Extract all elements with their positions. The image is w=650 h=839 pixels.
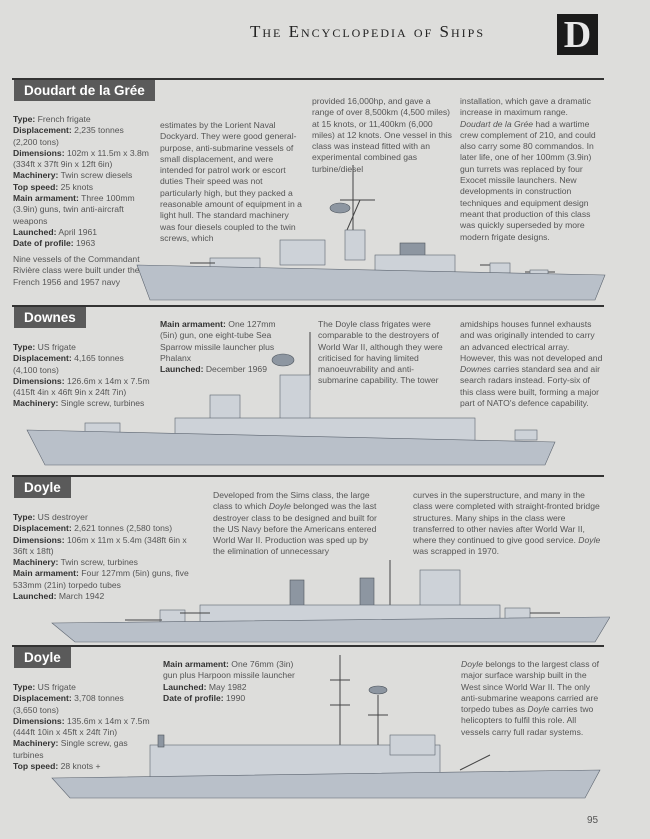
- spec-top-speed: Top speed: 25 knots: [13, 181, 94, 192]
- body-col4: Doyle belongs to the largest class of ma…: [461, 659, 600, 737]
- spec-list: Type: US destroyer Displacement: 2,621 t…: [13, 512, 203, 602]
- spec-displacement: Displacement: 2,235 tonnes (2,200 tons): [13, 125, 124, 147]
- spec-dimensions: Dimensions: 126.6m x 14m x 7.5m (415ft 4…: [13, 375, 150, 398]
- spec-dimensions: Dimensions: 102m x 11.5m x 3.8m (334ft x…: [13, 147, 149, 170]
- spec-machinery: Machinery: Single screw, turbines: [13, 398, 145, 409]
- running-header: The Encyclopedia of Ships: [250, 22, 485, 41]
- spec-displacement: Displacement: 4,165 tonnes (4,100 tons): [13, 353, 124, 375]
- spec-date-profile: Date of profile: 1990: [163, 692, 246, 703]
- spec-list: Type: French frigate Displacement: 2,235…: [13, 114, 150, 250]
- section-letter: D: [557, 14, 598, 56]
- spec-list: Type: US frigate Displacement: 3,708 ton…: [13, 682, 150, 772]
- page-number: 95: [587, 815, 599, 826]
- ship-profile-doyle-frigate: [51, 655, 601, 799]
- body-col4: installation, which gave a dramatic incr…: [460, 96, 596, 242]
- body-col3: provided 16,000hp, and gave a range of o…: [312, 96, 452, 174]
- spec-armament: Main armament: Four 127mm (5in) guns, fi…: [13, 568, 189, 590]
- spec-list-2: Main armament: One 76mm (3in) gun plus H…: [163, 659, 298, 704]
- intro-text: Nine vessels of the Commandant Rivière c…: [13, 254, 140, 287]
- spec-type: Type: US frigate: [13, 682, 76, 692]
- spec-displacement: Displacement: 3,708 tonnes (3,650 tons): [13, 693, 124, 715]
- ship-title: Doudart de la Grée: [14, 80, 155, 101]
- spec-type: Type: US frigate: [13, 342, 76, 352]
- spec-armament: Main armament: One 127mm (5in) gun, one …: [160, 319, 276, 363]
- spec-type: Type: French frigate: [13, 114, 91, 124]
- spec-date-profile: Date of profile: 1963: [13, 238, 96, 249]
- ship-title: Doyle: [14, 477, 71, 498]
- spec-armament: Main armament: Three 100mm (3.9in) guns,…: [13, 193, 135, 226]
- spec-displacement: Displacement: 2,621 tonnes (2,580 tons): [13, 523, 173, 534]
- body-col3: curves in the superstructure, and many i…: [413, 490, 601, 557]
- spec-dimensions: Dimensions: 106m x 11m x 5.4m (348ft 6in…: [13, 534, 187, 556]
- spec-dimensions: Dimensions: 135.6m x 14m x 7.5m (444ft 1…: [13, 715, 150, 738]
- spec-launched: Launched: May 1982: [163, 681, 247, 692]
- section-rule: [12, 78, 604, 80]
- section-rule: [12, 475, 604, 477]
- ship-title: Downes: [14, 307, 86, 328]
- ship-title: Doyle: [14, 647, 71, 668]
- body-col4: amidships houses funnel exhausts and was…: [460, 319, 603, 409]
- spec-launched: Launched: April 1961: [13, 226, 98, 237]
- spec-launched: Launched: December 1969: [160, 364, 267, 375]
- spec-top-speed: Top speed: 28 knots +: [13, 761, 101, 772]
- spec-list: Type: US frigate Displacement: 4,165 ton…: [13, 342, 150, 410]
- spec-machinery: Machinery: Twin screw, turbines: [13, 557, 138, 568]
- spec-type: Type: US destroyer: [13, 512, 88, 522]
- body-col2: estimates by the Lorient Naval Dockyard.…: [160, 120, 302, 243]
- body-col3: The Doyle class frigates were comparable…: [318, 319, 443, 386]
- ship-profile-doyle-destroyer: [51, 560, 610, 643]
- spec-launched: Launched: March 1942: [13, 591, 105, 602]
- spec-list-2: Main armament: One 127mm (5in) gun, one …: [160, 319, 285, 375]
- spec-armament: Main armament: One 76mm (3in) gun plus H…: [163, 659, 295, 681]
- body-col2: Developed from the Sims class, the large…: [213, 490, 377, 557]
- section-rule: [12, 645, 604, 647]
- ship-profile-doudart: [136, 165, 606, 301]
- spec-machinery: Machinery: Single screw, gas turbines: [13, 738, 128, 760]
- ship-profile-downes: [26, 332, 556, 466]
- section-rule: [12, 305, 604, 307]
- spec-machinery: Machinery: Twin screw diesels: [13, 170, 133, 181]
